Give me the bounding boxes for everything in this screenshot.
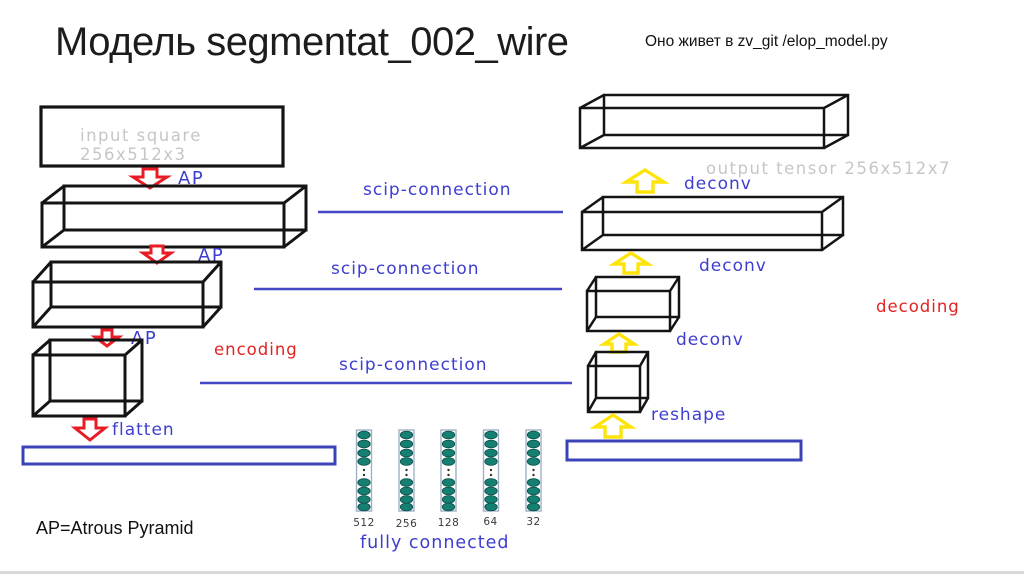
ap-label-1: AP xyxy=(178,168,204,189)
fc-size-256: 256 xyxy=(396,518,418,530)
input-square-label-line2: 256x512x3 xyxy=(80,145,187,164)
reshape-arrow xyxy=(589,412,637,439)
fully-connected-label: fully connected xyxy=(360,533,510,553)
ap-footnote: AP=Atrous Pyramid xyxy=(36,518,194,538)
decoder-output-box xyxy=(578,93,850,150)
fc-size-512: 512 xyxy=(353,517,375,529)
flatten-label: flatten xyxy=(112,420,175,440)
encoder-box-3 xyxy=(31,338,144,418)
skip-connection-label-1: scip-connection xyxy=(363,180,512,200)
decoder-box-2 xyxy=(580,195,845,252)
slide-title: Модель segmentat_002_wire xyxy=(55,20,569,64)
deconv-label-1: deconv xyxy=(684,174,752,194)
encoder-flat-vector xyxy=(21,445,337,466)
decoder-box-3 xyxy=(585,275,681,333)
neuron-column-256 xyxy=(398,429,415,512)
ap-arrow-1 xyxy=(127,167,173,190)
neuron-column-512 xyxy=(355,429,373,512)
neuron-column-32 xyxy=(525,429,542,512)
encoder-box-1 xyxy=(40,184,308,249)
skip-connection-label-3: scip-connection xyxy=(339,355,488,375)
skip-connection-label-2: scip-connection xyxy=(331,259,480,279)
output-tensor-label: output tensor 256x512x7 xyxy=(706,159,951,178)
neuron-column-128 xyxy=(440,429,457,512)
deconv-label-3: deconv xyxy=(676,330,744,350)
reshape-label: reshape xyxy=(651,405,726,425)
decoding-label: decoding xyxy=(876,297,960,316)
deconv-label-2: deconv xyxy=(699,256,767,276)
input-square-label-line1: input square xyxy=(80,126,202,145)
encoding-label: encoding xyxy=(214,340,298,359)
deconv-arrow-2 xyxy=(608,250,654,275)
flatten-arrow xyxy=(70,417,110,442)
fc-size-32: 32 xyxy=(526,516,540,528)
repo-note: Оно живет в zv_git /elop_model.py xyxy=(645,33,888,50)
encoder-box-2 xyxy=(31,260,223,329)
decoder-box-4 xyxy=(586,350,650,414)
fc-size-128: 128 xyxy=(438,517,460,529)
ap-arrow-3 xyxy=(90,328,124,348)
ap-arrow-2 xyxy=(138,244,176,265)
deconv-arrow-1 xyxy=(620,167,670,194)
decoder-flat-vector xyxy=(565,439,803,462)
input-square-box xyxy=(39,105,285,168)
deconv-arrow-3 xyxy=(598,331,640,354)
fc-size-64: 64 xyxy=(483,516,497,528)
neuron-column-64 xyxy=(482,429,500,512)
